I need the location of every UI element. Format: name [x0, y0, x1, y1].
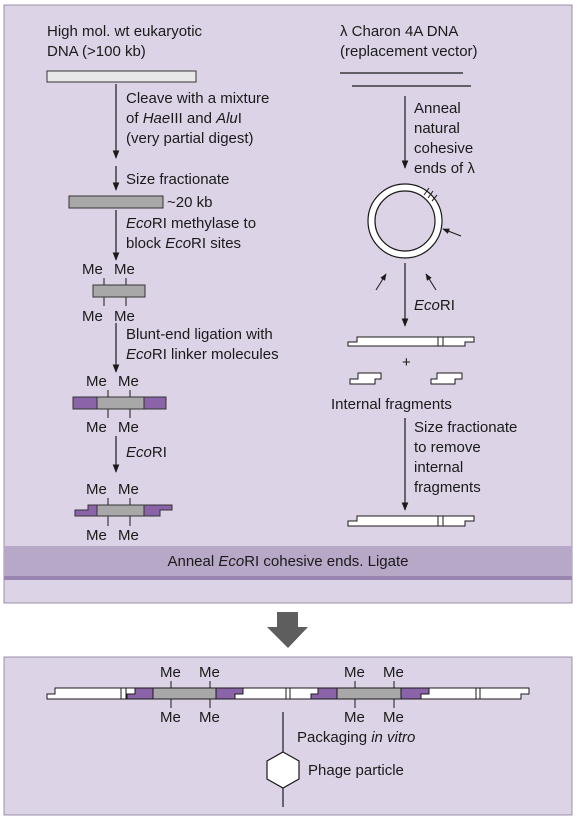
- methylase-text-1: EcoRI methylase to: [126, 215, 256, 232]
- bottom-panel: [3, 656, 573, 816]
- cos-mark-3: [431, 194, 438, 202]
- anneal-text-1: Anneal: [414, 100, 461, 117]
- internal-fragment-left: [349, 372, 382, 385]
- me-top-1b: Me: [114, 261, 135, 278]
- cleave-text-1: Cleave with a mixture: [126, 90, 269, 107]
- cat-me-top-2a: Me: [344, 664, 365, 681]
- packaging-pre: Packaging: [297, 729, 371, 746]
- blunt-post: RI linker molecules: [152, 346, 279, 363]
- cleave-of: of: [126, 110, 143, 127]
- me-top-3a: Me: [86, 481, 107, 498]
- dna-title-2: DNA (>100 kb): [47, 43, 146, 60]
- me-top-3b: Me: [118, 481, 139, 498]
- cleave-hae: Hae: [143, 110, 171, 127]
- block-post: RI sites: [191, 235, 241, 252]
- vector-title-2: (replacement vector): [340, 43, 478, 60]
- packaging-it: in vitro: [371, 729, 415, 746]
- ecori-left-eco: Eco: [126, 444, 152, 461]
- size-20kb-label: ~20 kb: [167, 194, 212, 211]
- internal-fragment-right: [430, 372, 463, 385]
- blunt-eco: Eco: [126, 346, 152, 363]
- blunt-text-2: EcoRI linker molecules: [126, 346, 279, 363]
- plus-sign: +: [402, 354, 411, 371]
- concat-arm-2: [234, 687, 319, 700]
- me-top-1a: Me: [82, 261, 103, 278]
- me-top-2a: Me: [86, 373, 107, 390]
- anneal-text-3: cohesive: [414, 140, 473, 157]
- cos-mark-2: [427, 190, 434, 199]
- me-bot-1a: Me: [82, 308, 103, 325]
- methylated-fragment-bar: [92, 284, 146, 298]
- block-pre: block: [126, 235, 165, 252]
- size-right-2: to remove: [414, 439, 481, 456]
- me-bot-3a: Me: [86, 527, 107, 544]
- block-eco: Eco: [165, 235, 191, 252]
- internal-fragments-label: Internal fragments: [331, 396, 452, 413]
- ligate-band: [4, 546, 572, 576]
- anneal-text-2: natural: [414, 120, 460, 137]
- vector-title-1: λ Charon 4A DNA: [340, 23, 458, 40]
- me-bot-3b: Me: [118, 527, 139, 544]
- phage-particle-label: Phage particle: [308, 762, 404, 779]
- size-right-3: internal: [414, 459, 463, 476]
- blunt-text-1: Blunt-end ligation with: [126, 326, 273, 343]
- ligate-band-text: Anneal EcoRI cohesive ends. Ligate: [167, 553, 408, 570]
- cleave-mid: III and: [170, 110, 216, 127]
- me-top-2b: Me: [118, 373, 139, 390]
- band-pre: Anneal: [167, 553, 218, 570]
- anneal-text-4: ends of λ: [414, 160, 475, 177]
- ecori-right-post: RI: [440, 297, 455, 314]
- sticky-linker-right: [143, 504, 173, 517]
- cleave-text-3: (very partial digest): [126, 130, 254, 147]
- ecori-right-eco: Eco: [414, 297, 440, 314]
- cleave-alu: Alu: [215, 110, 238, 127]
- cut-site-arrow-right: [442, 228, 462, 237]
- concat-arm-3: [420, 687, 530, 700]
- methylase-rest: RI methylase to: [152, 215, 256, 232]
- size-right-4: fragments: [414, 479, 481, 496]
- band-eco: Eco: [218, 553, 244, 570]
- ligate-band-shadow: [4, 576, 572, 580]
- sticky-insert: [96, 504, 145, 517]
- concat-insert-2: [336, 687, 402, 700]
- cut-site-arrow-left: [375, 273, 387, 291]
- size-right-1: Size fractionate: [414, 419, 517, 436]
- ecori-text-left: EcoRI: [126, 444, 167, 461]
- methylase-text-2: block EcoRI sites: [126, 235, 241, 252]
- top-panel: [3, 4, 573, 604]
- band-post: RI cohesive ends. Ligate: [244, 553, 408, 570]
- big-down-arrow: [267, 612, 308, 648]
- cos-mark-1: [423, 187, 430, 196]
- cat-me-bot-2a: Me: [344, 709, 365, 726]
- packaging-text: Packaging in vitro: [297, 729, 415, 746]
- linker-right: [143, 396, 167, 410]
- cat-me-top-1a: Me: [160, 664, 181, 681]
- ecori-left-post: RI: [152, 444, 167, 461]
- me-bot-1b: Me: [114, 308, 135, 325]
- cleave-text-2: of HaeIII and AluI: [126, 110, 242, 127]
- cut-site-arrow-bottom: [425, 273, 437, 291]
- cleave-post: I: [238, 110, 242, 127]
- size-fract-text: Size fractionate: [126, 171, 229, 188]
- fragment-20kb-bar: [68, 195, 164, 209]
- concat-insert-1: [152, 687, 217, 700]
- lambda-arms: [347, 515, 475, 527]
- cat-me-bot-1b: Me: [199, 709, 220, 726]
- lambda-linear-cut: [347, 336, 475, 347]
- concat-arm-1: [46, 687, 136, 700]
- me-bot-2b: Me: [118, 419, 139, 436]
- methylase-eco: Eco: [126, 215, 152, 232]
- cat-me-top-2b: Me: [383, 664, 404, 681]
- me-bot-2a: Me: [86, 419, 107, 436]
- cat-me-bot-1a: Me: [160, 709, 181, 726]
- cat-me-bot-2b: Me: [383, 709, 404, 726]
- ecori-text-right: EcoRI: [414, 297, 455, 314]
- dna-title-1: High mol. wt eukaryotic: [47, 23, 203, 40]
- linker-left: [72, 396, 98, 410]
- linked-insert: [96, 396, 145, 410]
- cat-me-top-1b: Me: [199, 664, 220, 681]
- lambda-circle-inner: [374, 190, 436, 252]
- high-mw-dna-bar: [46, 70, 197, 83]
